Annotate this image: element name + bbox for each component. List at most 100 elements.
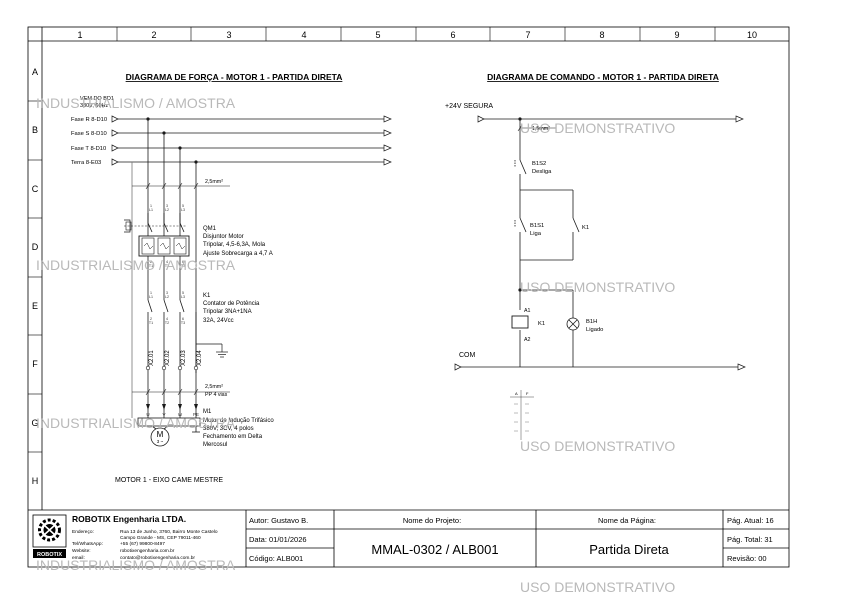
earth-out-arrow (383, 158, 392, 166)
motor-terminal-v: V (162, 412, 165, 417)
page-total: Pág. Total: 31 (727, 535, 773, 544)
website-value: robotixengenharia.com.br (120, 548, 175, 554)
svg-text:A: A (515, 391, 518, 396)
motor-brand: Mercosul (203, 442, 227, 448)
indicator-lamp-b1h (566, 317, 580, 331)
phase-r-in-arrow (111, 115, 119, 123)
website-label: Website: (72, 548, 91, 554)
com-in-arrow (454, 363, 462, 371)
watermark-industrial: INDUSTRIALISMO / AMOSTRA (36, 415, 236, 431)
svg-text:6: 6 (182, 317, 184, 321)
svg-text:T2: T2 (165, 321, 169, 325)
row-label: E (32, 301, 38, 311)
contactor-tag: K1 (203, 293, 211, 299)
terminal-label: X2.02 (165, 350, 171, 366)
stop-button-b1s2 (514, 159, 527, 190)
watermark-industrial: INDUSTRIALISMO / AMOSTRA (36, 257, 236, 273)
revision: Revisão: 00 (727, 554, 767, 563)
phase-label-s: Fase S 8-D10 (71, 131, 107, 137)
watermark-uso: USO DEMONSTRATIVO (520, 120, 675, 136)
junction-dot (194, 160, 198, 164)
com-label: COM (459, 352, 476, 359)
address-label: Endereço: (72, 529, 94, 535)
watermark-uso: USO DEMONSTRATIVO (520, 579, 675, 595)
contactor-coil-k1 (511, 315, 529, 329)
junction-dot (146, 117, 150, 121)
com-out-arrow (737, 363, 746, 371)
terminal-label: X2.01 (149, 350, 155, 366)
project-name: MMAL-0302 / ALB001 (371, 542, 498, 557)
power-source-voltage: 380V, 60Hz (80, 103, 108, 109)
svg-text:1: 1 (150, 291, 152, 295)
terminal-label: X2.03 (181, 350, 187, 366)
page-current: Pág. Atual: 16 (727, 516, 774, 525)
phase-t-out-arrow (383, 144, 392, 152)
code-field: Código: ALB001 (249, 554, 303, 563)
svg-text:5: 5 (182, 291, 184, 295)
motor-tag: M1 (203, 409, 212, 415)
author-field: Autor: Gustavo B. (249, 516, 308, 525)
svg-text:T1: T1 (149, 321, 153, 325)
motor-symbol-letter: M (157, 430, 164, 439)
motor-symbol-phase: 3 ~ (157, 439, 164, 444)
phase-label-t: Fase T 8-D10 (71, 146, 106, 152)
contact-table: A F (510, 390, 534, 440)
column-label: 10 (747, 30, 757, 40)
cable-top-label: 2,5mm² (205, 179, 223, 185)
watermark-uso: USO DEMONSTRATIVO (520, 279, 675, 295)
row-label: C (32, 184, 39, 194)
motor-load-label: MOTOR 1 - EIXO CAME MESTRE (115, 477, 223, 484)
phase-t-in-arrow (111, 144, 119, 152)
column-label: 2 (151, 30, 156, 40)
motor-desc: Motor de Indução Trifásico (203, 418, 274, 424)
watermark-industrial: INDUSTRIALISMO / AMOSTRA (36, 557, 236, 573)
row-separators (28, 100, 42, 453)
terminal-x2-01 (145, 365, 151, 371)
motor-cable-section: 2,5mm² (205, 384, 223, 390)
svg-text:L1: L1 (149, 208, 153, 212)
motor-connection: Fechamento em Delta (203, 434, 263, 440)
phase-r-out-arrow (383, 115, 392, 123)
motor-cable-type: PP 4 vias (205, 392, 228, 398)
stop-button-tag: B1S2 (532, 161, 546, 167)
svg-text:6: 6 (182, 260, 184, 264)
junction-dot (162, 131, 166, 135)
row-label: A (32, 67, 38, 77)
project-name-label: Nome do Projeto: (403, 516, 461, 525)
company-name: ROBOTIX Engenharia LTDA. (72, 514, 186, 524)
motor-terminal-u: U (146, 412, 149, 417)
company-logo: ROBOTIX (32, 514, 67, 558)
column-label: 9 (674, 30, 679, 40)
start-button-desc: Liga (530, 231, 542, 237)
junction-dot (178, 146, 182, 150)
earth-in-arrow (111, 158, 119, 166)
title-block-frame (28, 509, 789, 567)
control-diagram-title: DIAGRAMA DE COMANDO - MOTOR 1 - PARTIDA … (487, 72, 719, 82)
svg-text:2: 2 (150, 260, 152, 264)
page-name-label: Nome da Página: (598, 516, 656, 525)
power-source-label: VEM DO BD1 (80, 96, 114, 102)
column-label: 6 (450, 30, 455, 40)
terminal-x2-02 (161, 365, 167, 371)
power-diagram-title: DIAGRAMA DE FORÇA - MOTOR 1 - PARTIDA DI… (126, 72, 343, 82)
column-label: 3 (226, 30, 231, 40)
terminal-label: X2.04 (197, 350, 203, 366)
phase-s-out-arrow (383, 129, 392, 137)
row-label: F (32, 359, 38, 369)
lamp-tag: B1H (586, 319, 597, 325)
stop-button-desc: Desliga (532, 169, 552, 175)
watermark-uso: USO DEMONSTRATIVO (520, 438, 675, 454)
page-name: Partida Direta (589, 542, 669, 557)
phase-s-in-arrow (111, 129, 119, 137)
breaker-desc: Disjuntor Motor (203, 234, 244, 240)
start-button-tag: B1S1 (530, 223, 544, 229)
svg-text:3: 3 (166, 204, 168, 208)
row-label: G (31, 418, 38, 428)
coil-terminal-a1: A1 (524, 308, 531, 314)
svg-text:3: 3 (166, 291, 168, 295)
junction-dot (518, 117, 522, 121)
svg-text:L2: L2 (165, 295, 169, 299)
svg-text:2: 2 (150, 317, 152, 321)
email-label: email: (72, 555, 85, 561)
